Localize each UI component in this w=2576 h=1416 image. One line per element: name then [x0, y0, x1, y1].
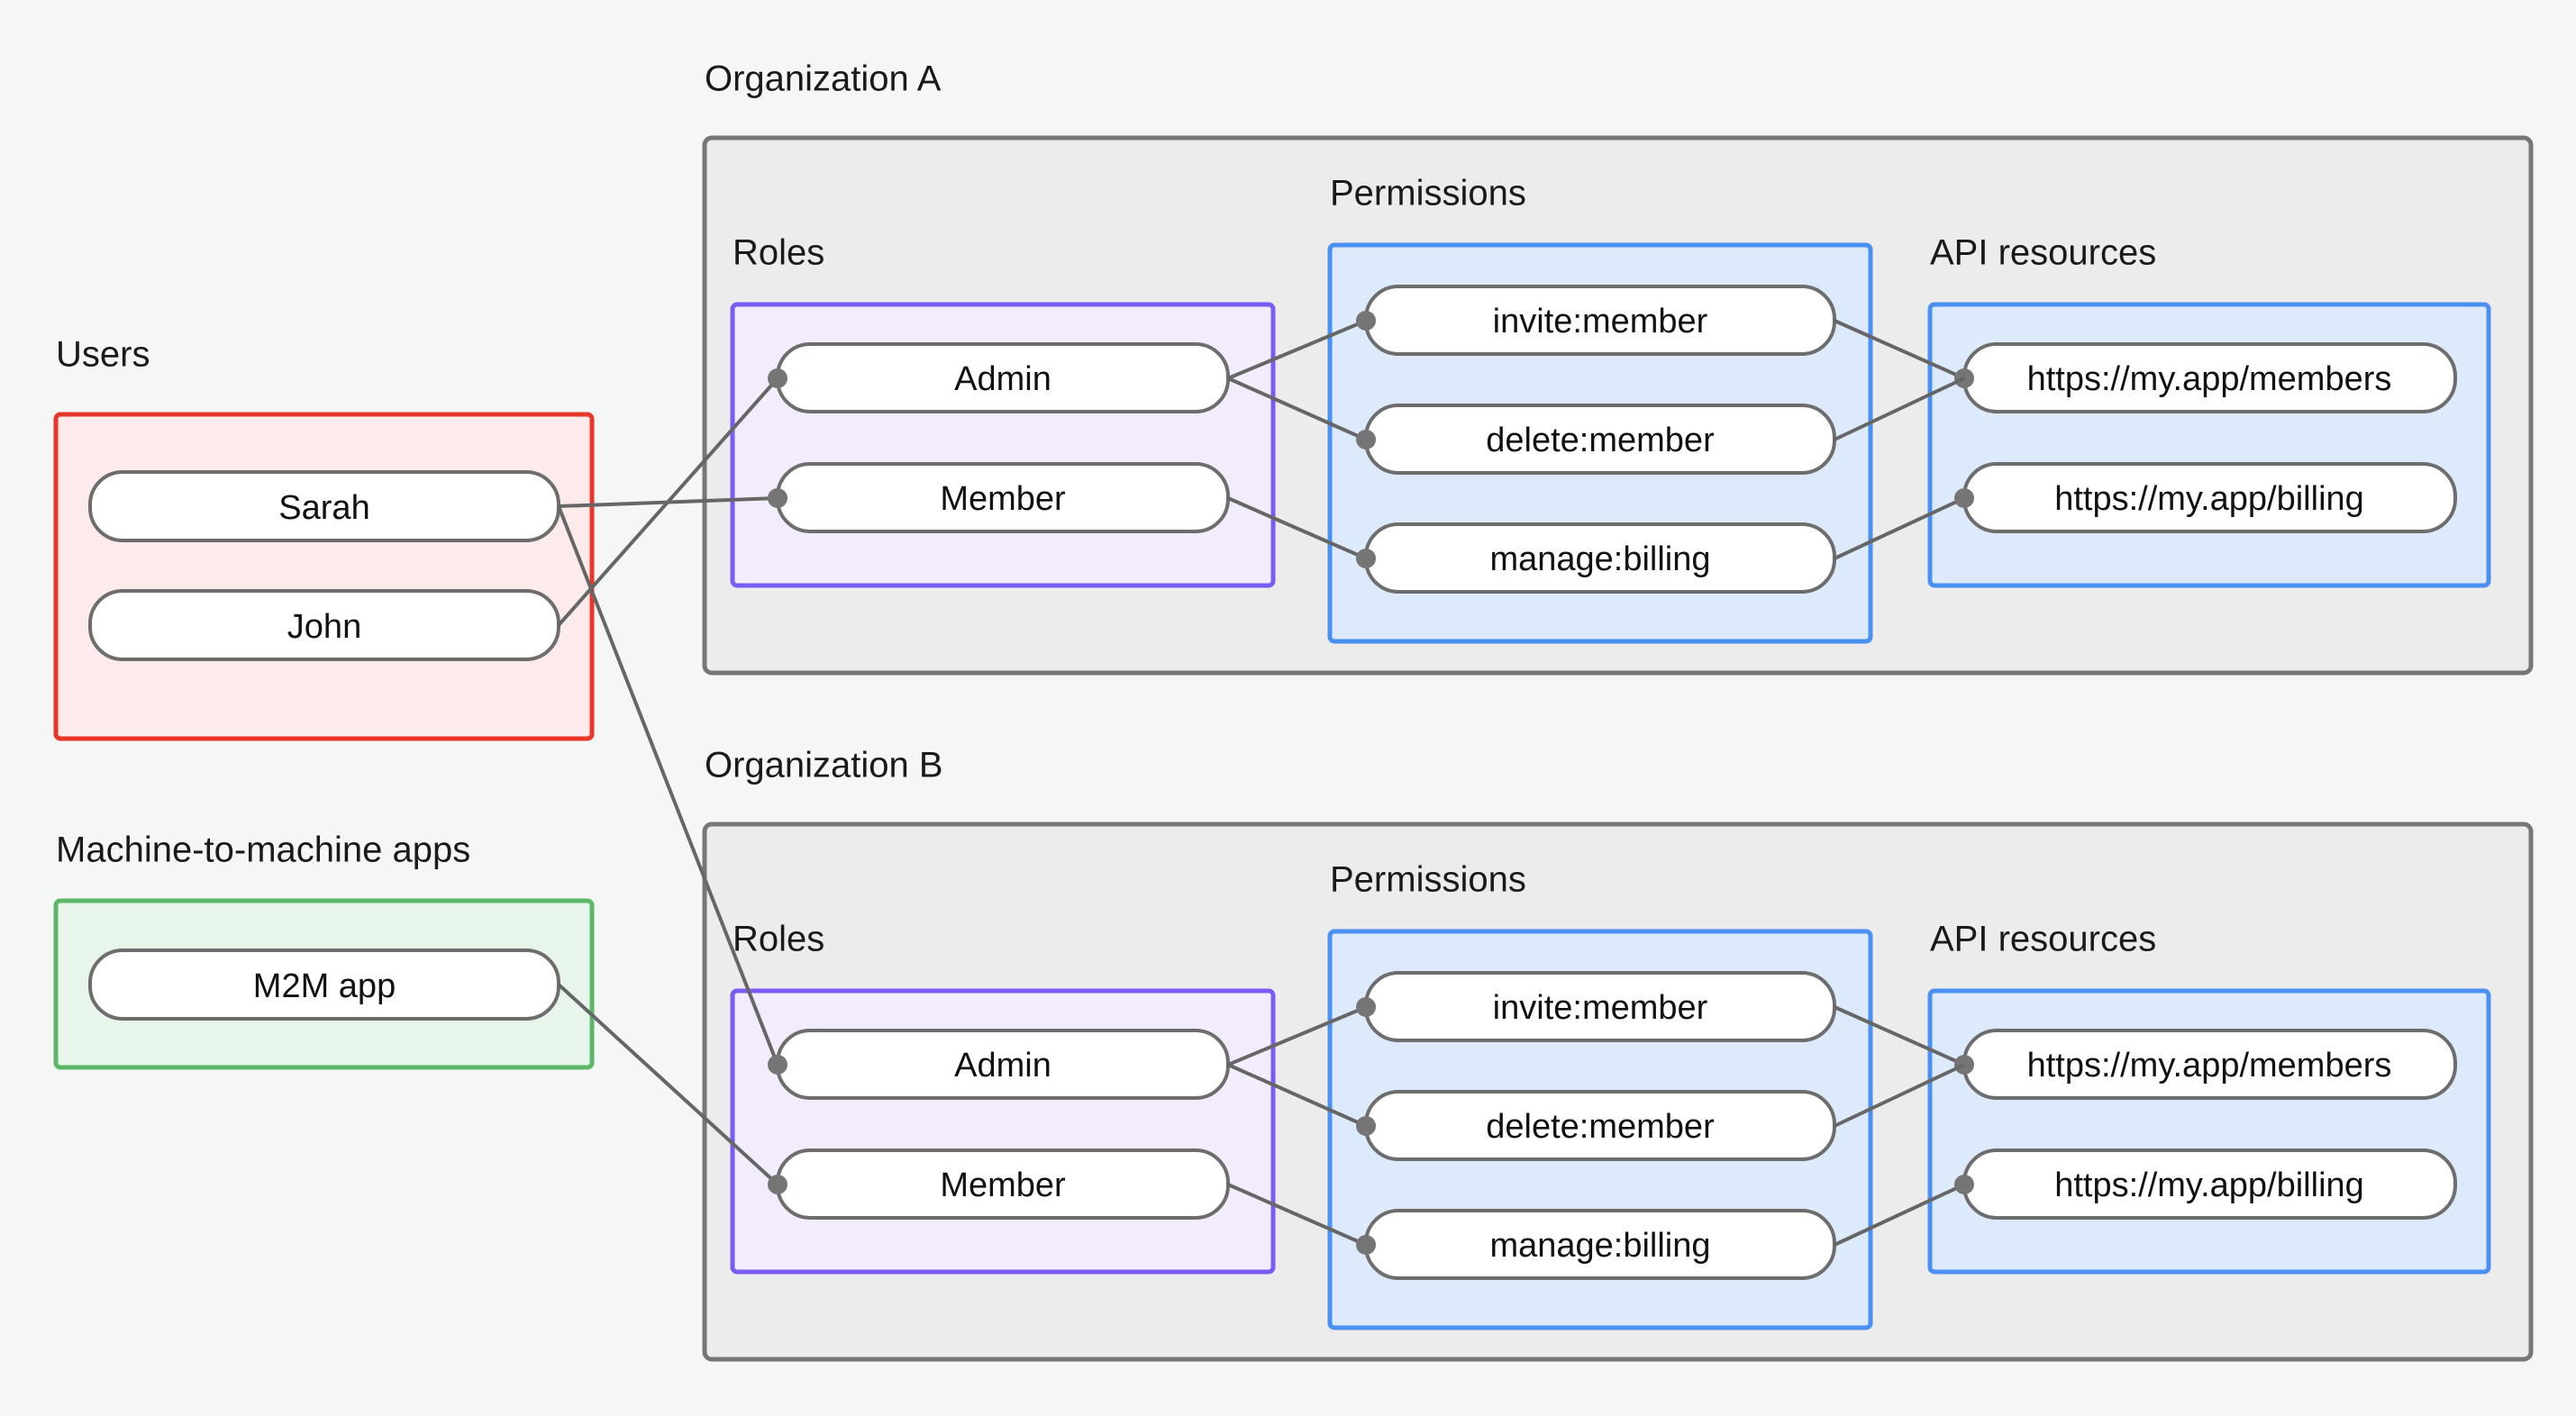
edge-john-to-org-a-admin: [557, 368, 787, 627]
org-a-role-admin-label: Admin: [954, 360, 1051, 398]
org-b-permission-delete-member-label: delete:member: [1486, 1108, 1715, 1146]
edge-org-b-manage-billing-to-billing-url: [1834, 1175, 1974, 1247]
edge-org-a-admin-to-invite-member: [1227, 311, 1376, 380]
edge-org-b-admin-to-delete-member: [1227, 1063, 1376, 1136]
org-a-api-members-label: https://my.app/members: [2027, 360, 2392, 398]
edge-org-a-manage-billing-to-billing-url: [1834, 488, 1974, 560]
org-b-api-members-label: https://my.app/members: [2027, 1047, 2392, 1085]
org-b-api-billing-label: https://my.app/billing: [2054, 1166, 2364, 1204]
org-b-permissions-title: Permissions: [1330, 860, 1526, 900]
m2m-app-label: M2M app: [253, 967, 396, 1005]
org-a-title: Organization A: [705, 59, 942, 99]
org-a-permission-delete-member-label: delete:member: [1486, 422, 1715, 459]
edge-org-a-admin-to-delete-member: [1227, 377, 1376, 449]
org-a-permission-manage-billing-label: manage:billing: [1489, 540, 1710, 578]
users-title: Users: [56, 335, 150, 375]
org-b-roles-title: Roles: [733, 920, 824, 959]
edge-org-a-delete-member-to-members-url: [1834, 377, 1965, 441]
org-a-api-title: API resources: [1930, 233, 2156, 273]
edge-org-a-member-to-manage-billing: [1227, 496, 1376, 568]
org-b-api-title: API resources: [1930, 920, 2156, 959]
org-b-permission-invite-member-label: invite:member: [1493, 989, 1708, 1027]
edge-org-b-member-to-manage-billing: [1227, 1183, 1376, 1255]
org-a-permissions-title: Permissions: [1330, 174, 1526, 213]
edge-m2m-to-org-b-member: [557, 983, 787, 1194]
m2m-title: Machine-to-machine apps: [56, 831, 470, 870]
user-john-label: John: [287, 608, 361, 646]
org-a-role-member-label: Member: [940, 480, 1066, 518]
org-b-title: Organization B: [705, 746, 943, 785]
edge-org-b-admin-to-invite-member: [1227, 997, 1376, 1067]
org-a-permission-invite-member-label: invite:member: [1493, 303, 1708, 340]
org-a-api-billing-label: https://my.app/billing: [2054, 480, 2364, 518]
org-a-roles-title: Roles: [733, 233, 824, 273]
users-container: [53, 412, 595, 741]
user-sarah-label: Sarah: [278, 489, 369, 527]
edge-sarah-to-org-b-admin: [557, 505, 787, 1075]
org-b-role-admin-label: Admin: [954, 1047, 1051, 1085]
org-b-permission-manage-billing-label: manage:billing: [1489, 1227, 1710, 1265]
org-b-role-member-label: Member: [940, 1166, 1066, 1204]
edge-org-b-delete-member-to-members-url: [1834, 1063, 1965, 1128]
